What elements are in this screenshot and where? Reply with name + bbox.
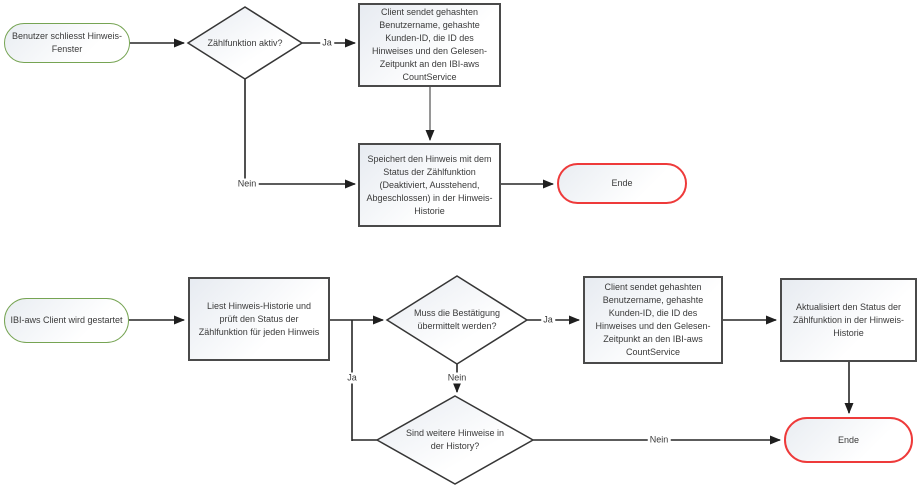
decision-shapes: [186, 6, 535, 485]
decision-label-zaehlfunktion-aktiv: Zählfunktion aktiv?: [207, 37, 283, 48]
edge-label-ja-decision2: Ja: [541, 314, 555, 326]
edge-label-nein-decision3: Nein: [647, 434, 671, 446]
decision-shape-weitere-hinweise: [375, 395, 535, 485]
edge-label-nein-decision1: Nein: [235, 178, 259, 190]
edge-label-nein-decision2: Nein: [445, 372, 469, 384]
process-node-liest-hinweis-historie: Liest Hinweis-Historie und prüft den Sta…: [188, 277, 330, 361]
edge-label-ja-decision3: Ja: [345, 372, 359, 384]
end-node-bottom: Ende: [784, 417, 913, 463]
process-node-client-sendet-countservice-1: Client sendet gehashten Benutzername, ge…: [358, 3, 501, 87]
start-node-benutzer-schliesst-hinweis-fenster: Benutzer schliesst Hinweis- Fenster: [4, 23, 130, 63]
decision-shape-zaehlfunktion-aktiv: [186, 6, 304, 80]
end-node-top: Ende: [557, 163, 687, 204]
decision-shape-bestaetigung-uebermitteln: [385, 275, 529, 365]
start-node-ibi-aws-client-gestartet: IBI-aws Client wird gestartet: [4, 298, 129, 343]
decision-label-bestaetigung-uebermitteln: Muss die Bestätigung übermittelt werden?: [413, 308, 501, 331]
process-node-aktualisiert-status: Aktualisiert den Status der Zählfunktion…: [780, 278, 917, 362]
process-node-client-sendet-countservice-2: Client sendet gehashten Benutzername, ge…: [583, 276, 723, 364]
edge-label-ja-decision1: Ja: [320, 37, 334, 49]
connector-decision1-nein-to-store: [244, 79, 356, 189]
connectors: [129, 38, 854, 445]
decision-label-weitere-hinweise: Sind weitere Hinweise in der History?: [405, 428, 505, 451]
process-node-speichert-hinweis-status: Speichert den Hinweis mit dem Status der…: [358, 143, 501, 227]
